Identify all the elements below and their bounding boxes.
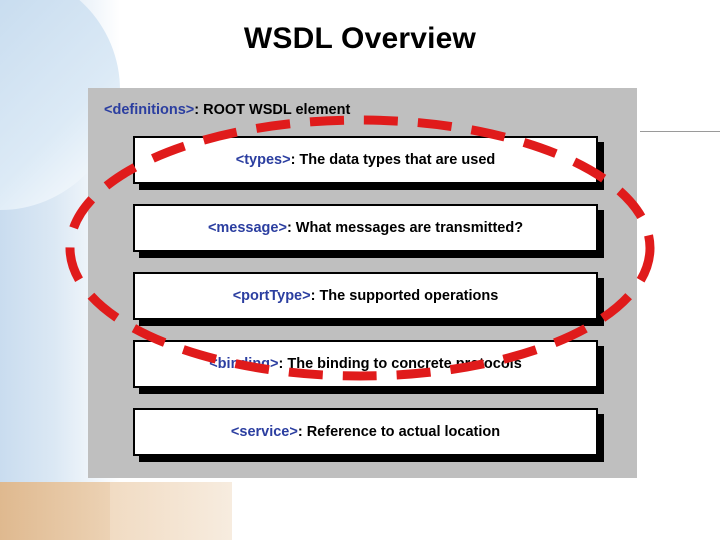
item-desc: : The supported operations <box>310 288 499 304</box>
item-tag: <portType> <box>232 288 311 304</box>
list-item-service[interactable]: <service>: Reference to actual location <box>133 408 598 456</box>
root-element-label: <definitions>: ROOT WSDL element <box>104 102 350 118</box>
item-desc: : The data types that are used <box>290 152 496 168</box>
background-bottom-band-inner <box>0 482 110 540</box>
item-desc: : What messages are transmitted? <box>286 220 524 236</box>
root-element-tag: <definitions> <box>104 102 195 118</box>
item-desc: : The binding to concrete protocols <box>278 356 522 372</box>
item-tag: <service> <box>230 424 298 440</box>
item-label: <types>: The data types that are used <box>236 152 496 168</box>
wsdl-structure-panel: <definitions>: ROOT WSDL element <types>… <box>88 88 637 478</box>
item-tag: <binding> <box>209 356 279 372</box>
item-tag: <message> <box>207 220 287 236</box>
list-item-message[interactable]: <message>: What messages are transmitted… <box>133 204 598 252</box>
item-label: <message>: What messages are transmitted… <box>208 220 523 236</box>
list-item-porttype[interactable]: <portType>: The supported operations <box>133 272 598 320</box>
item-label: <portType>: The supported operations <box>233 288 499 304</box>
item-desc: : Reference to actual location <box>297 424 501 440</box>
page-title: WSDL Overview <box>243 22 477 55</box>
list-item-binding[interactable]: <binding>: The binding to concrete proto… <box>133 340 598 388</box>
header-rule <box>640 131 720 132</box>
item-label: <service>: Reference to actual location <box>231 424 500 440</box>
item-tag: <types> <box>235 152 291 168</box>
item-label: <binding>: The binding to concrete proto… <box>209 356 522 372</box>
root-element-desc: : ROOT WSDL element <box>194 102 351 118</box>
list-item-types[interactable]: <types>: The data types that are used <box>133 136 598 184</box>
